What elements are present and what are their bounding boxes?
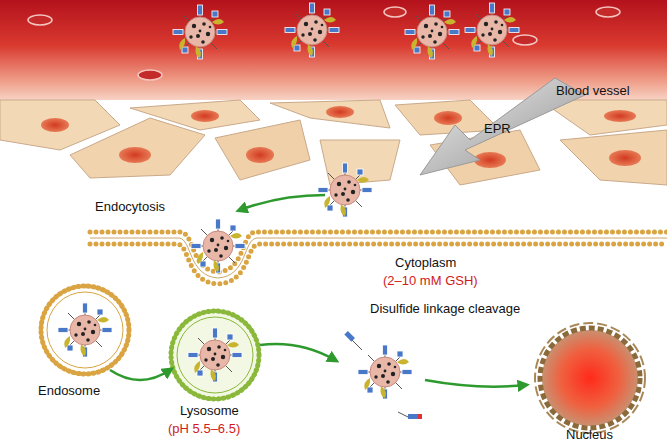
condition-label: (2–10 mM GSH): [383, 274, 478, 289]
process-label: Disulfide linkage cleavage: [370, 302, 520, 317]
condition-label: (pH 5.5–6.5): [168, 422, 240, 437]
organelle-label: Endosome: [38, 384, 100, 399]
region-label: Blood vessel: [556, 84, 630, 99]
organelle-label: Nucleus: [566, 428, 613, 443]
organelle-label: Lysosome: [180, 404, 239, 419]
process-label: EPR: [484, 122, 511, 137]
region-label: Cytoplasm: [395, 256, 456, 271]
process-label: Endocytosis: [95, 200, 165, 215]
